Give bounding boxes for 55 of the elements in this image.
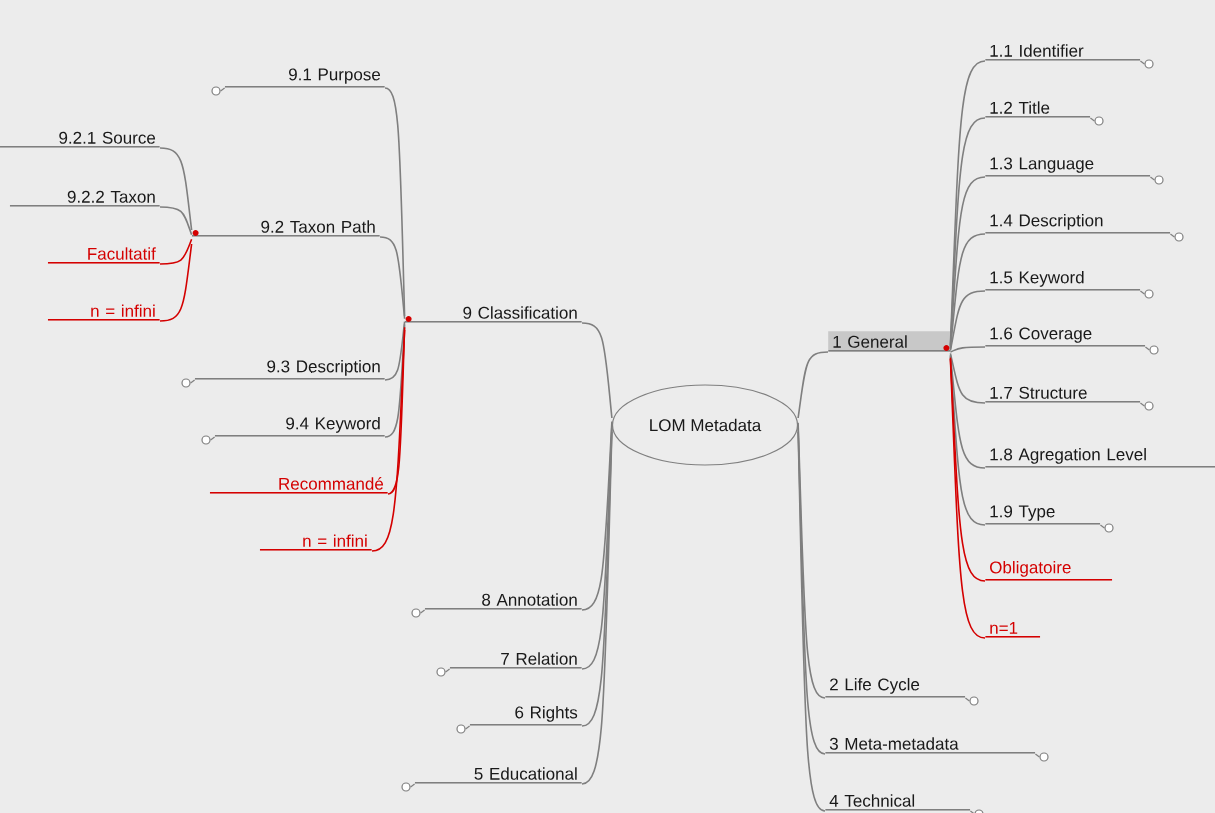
topic-label: Recommandé — [209, 477, 388, 494]
branch-line — [384, 323, 406, 438]
topic-label: 1.1 Identifier — [985, 44, 1141, 61]
branch-line — [949, 352, 986, 404]
topic-label: 9.4 Keyword — [214, 416, 385, 437]
topic-label: n=1 — [985, 622, 1041, 638]
branch-line — [949, 356, 986, 582]
topic-label: 2 Life Cycle — [825, 677, 966, 698]
branch-line — [949, 354, 986, 469]
branch-line — [797, 426, 826, 755]
branch-line — [581, 420, 613, 611]
topic-label: 9.1 Purpose — [224, 68, 385, 88]
branch-line — [384, 320, 406, 381]
branch-line — [949, 358, 986, 639]
topic-label: 1.9 Type — [985, 505, 1101, 525]
branch-line — [159, 238, 193, 265]
branch-line — [371, 329, 406, 552]
topic-label: Facultatif — [47, 247, 160, 264]
branch-line — [581, 431, 613, 785]
topic-label: 1.4 Description — [985, 213, 1171, 234]
topic-label: 9 Classification — [404, 306, 582, 323]
branch-line — [949, 346, 986, 353]
topic-label: 9.2 Taxon Path — [191, 220, 380, 237]
branch-line — [949, 355, 986, 526]
topic-label: 1.6 Coverage — [985, 327, 1146, 347]
topic-label: 4 Technical — [825, 794, 971, 811]
branch-line — [797, 431, 826, 812]
branch-line — [159, 243, 193, 322]
topic-label: 1.5 Keyword — [985, 270, 1141, 291]
topic-label: 1.7 Structure — [985, 386, 1141, 403]
topic-label: Obligatoire — [985, 560, 1113, 581]
branch-line — [379, 236, 406, 320]
branch-line — [949, 290, 986, 352]
selected-topic: 1 General — [828, 331, 951, 352]
topic-label: 9.3 Description — [194, 359, 385, 380]
topic-label: 1.8 Agregation Level — [985, 447, 1215, 468]
branch-line — [797, 421, 826, 699]
topic-label: 6 Rights — [469, 705, 582, 726]
topic-label: 8 Annotation — [424, 593, 582, 610]
topic-label: n = infini — [259, 534, 372, 551]
branch-line — [159, 147, 193, 231]
topic-label: 9.2.2 Taxon — [9, 190, 160, 207]
branch-line — [797, 351, 829, 419]
topic-label: 9.2.1 Source — [0, 131, 160, 148]
branch-line — [581, 424, 613, 670]
topic-label: 1.2 Title — [985, 101, 1091, 118]
topic-label: n = infini — [47, 304, 160, 321]
topic-label: 1.3 Language — [985, 157, 1151, 177]
topic-label: 5 Educational — [414, 767, 582, 784]
branch-line — [581, 322, 613, 419]
branch-line — [581, 427, 613, 727]
branch-line — [159, 206, 193, 236]
topic-label: 3 Meta-metadata — [825, 737, 1036, 754]
topic-label: 7 Relation — [449, 652, 582, 669]
branch-line — [387, 326, 406, 495]
